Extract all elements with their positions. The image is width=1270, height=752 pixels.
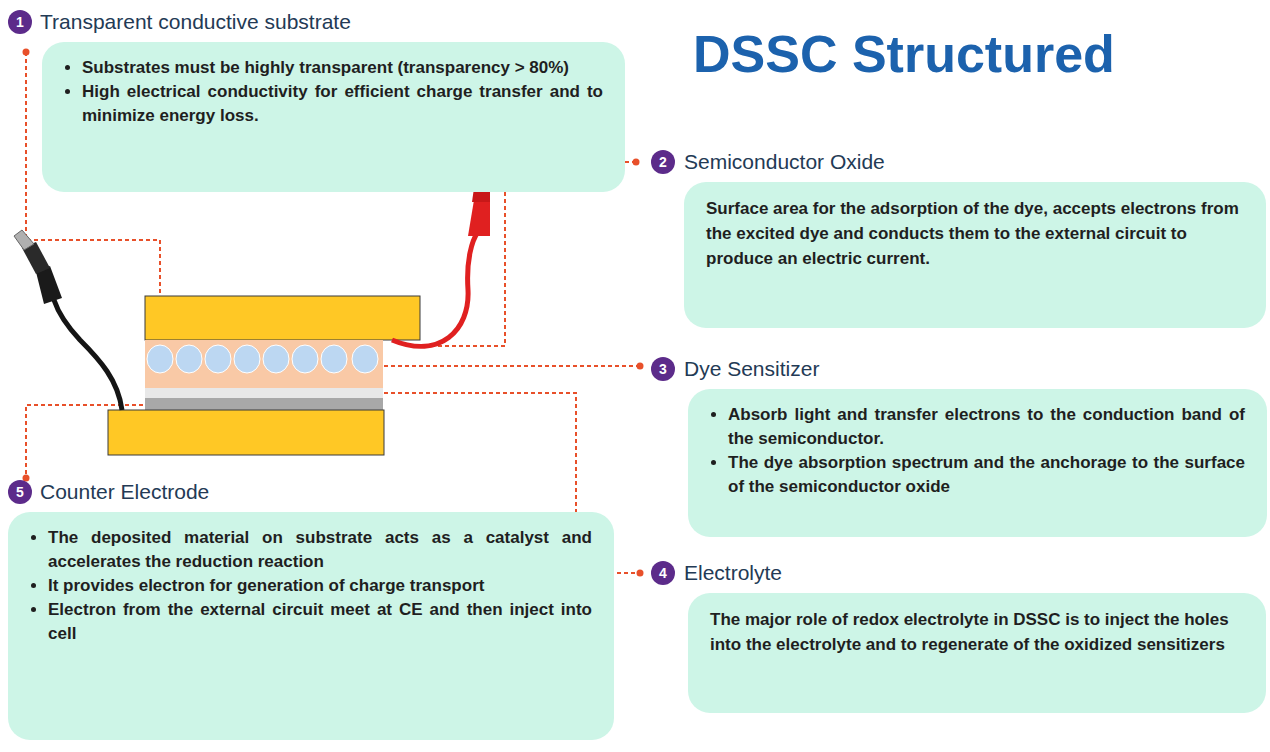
- callout-number: 1: [8, 10, 32, 34]
- description-panel: The deposited material on substrate acts…: [8, 512, 614, 740]
- component-heading: Semiconductor Oxide: [684, 150, 1266, 174]
- component-box: ElectrolyteThe major role of redox elect…: [684, 561, 1266, 713]
- component-heading: Counter Electrode: [40, 480, 646, 504]
- component-heading: Dye Sensitizer: [684, 357, 1267, 381]
- description-panel: The major role of redox electrolyte in D…: [688, 593, 1266, 713]
- red-wire: [392, 232, 478, 346]
- black-wire: [54, 300, 122, 410]
- callout-number: 2: [651, 150, 675, 174]
- component-heading: Electrolyte: [684, 561, 1266, 585]
- oxide-layer: [145, 340, 383, 388]
- callout-number: 5: [8, 480, 32, 504]
- bullet-text: Substrates must be highly transparent (t…: [82, 56, 603, 80]
- component-box: Counter ElectrodeThe deposited material …: [40, 480, 646, 740]
- bullet-text: The deposited material on substrate acts…: [48, 526, 592, 574]
- bullet-text: Absorb light and transfer electrons to t…: [728, 403, 1245, 451]
- bullet-text: Electron from the external circuit meet …: [48, 598, 592, 646]
- description-panel: Surface area for the adsorption of the d…: [684, 182, 1266, 328]
- diagram-title: DSSC Structured: [693, 24, 1115, 84]
- bullet-text: It provides electron for generation of c…: [48, 574, 592, 598]
- bullet-text: High electrical conductivity for efficie…: [82, 80, 603, 128]
- component-box: Transparent conductive substrateSubstrat…: [40, 10, 625, 192]
- dye-particles: [147, 345, 378, 373]
- component-box: Semiconductor OxideSurface area for the …: [684, 150, 1266, 328]
- body-text: The major role of redox electrolyte in D…: [710, 607, 1244, 657]
- catalyst-layer: [145, 398, 383, 410]
- callout-number: 4: [651, 561, 675, 585]
- body-text: Surface area for the adsorption of the d…: [706, 196, 1244, 271]
- bullet-text: The dye absorption spectrum and the anch…: [728, 451, 1245, 499]
- callout-number: 3: [651, 357, 675, 381]
- description-panel: Substrates must be highly transparent (t…: [42, 42, 625, 192]
- electrolyte-layer: [145, 388, 383, 398]
- component-box: Dye SensitizerAbsorb light and transfer …: [684, 357, 1267, 537]
- bottom-substrate: [108, 410, 384, 455]
- top-substrate: [145, 296, 420, 340]
- component-heading: Transparent conductive substrate: [40, 10, 625, 34]
- description-panel: Absorb light and transfer electrons to t…: [688, 389, 1267, 537]
- black-clip: [14, 230, 62, 304]
